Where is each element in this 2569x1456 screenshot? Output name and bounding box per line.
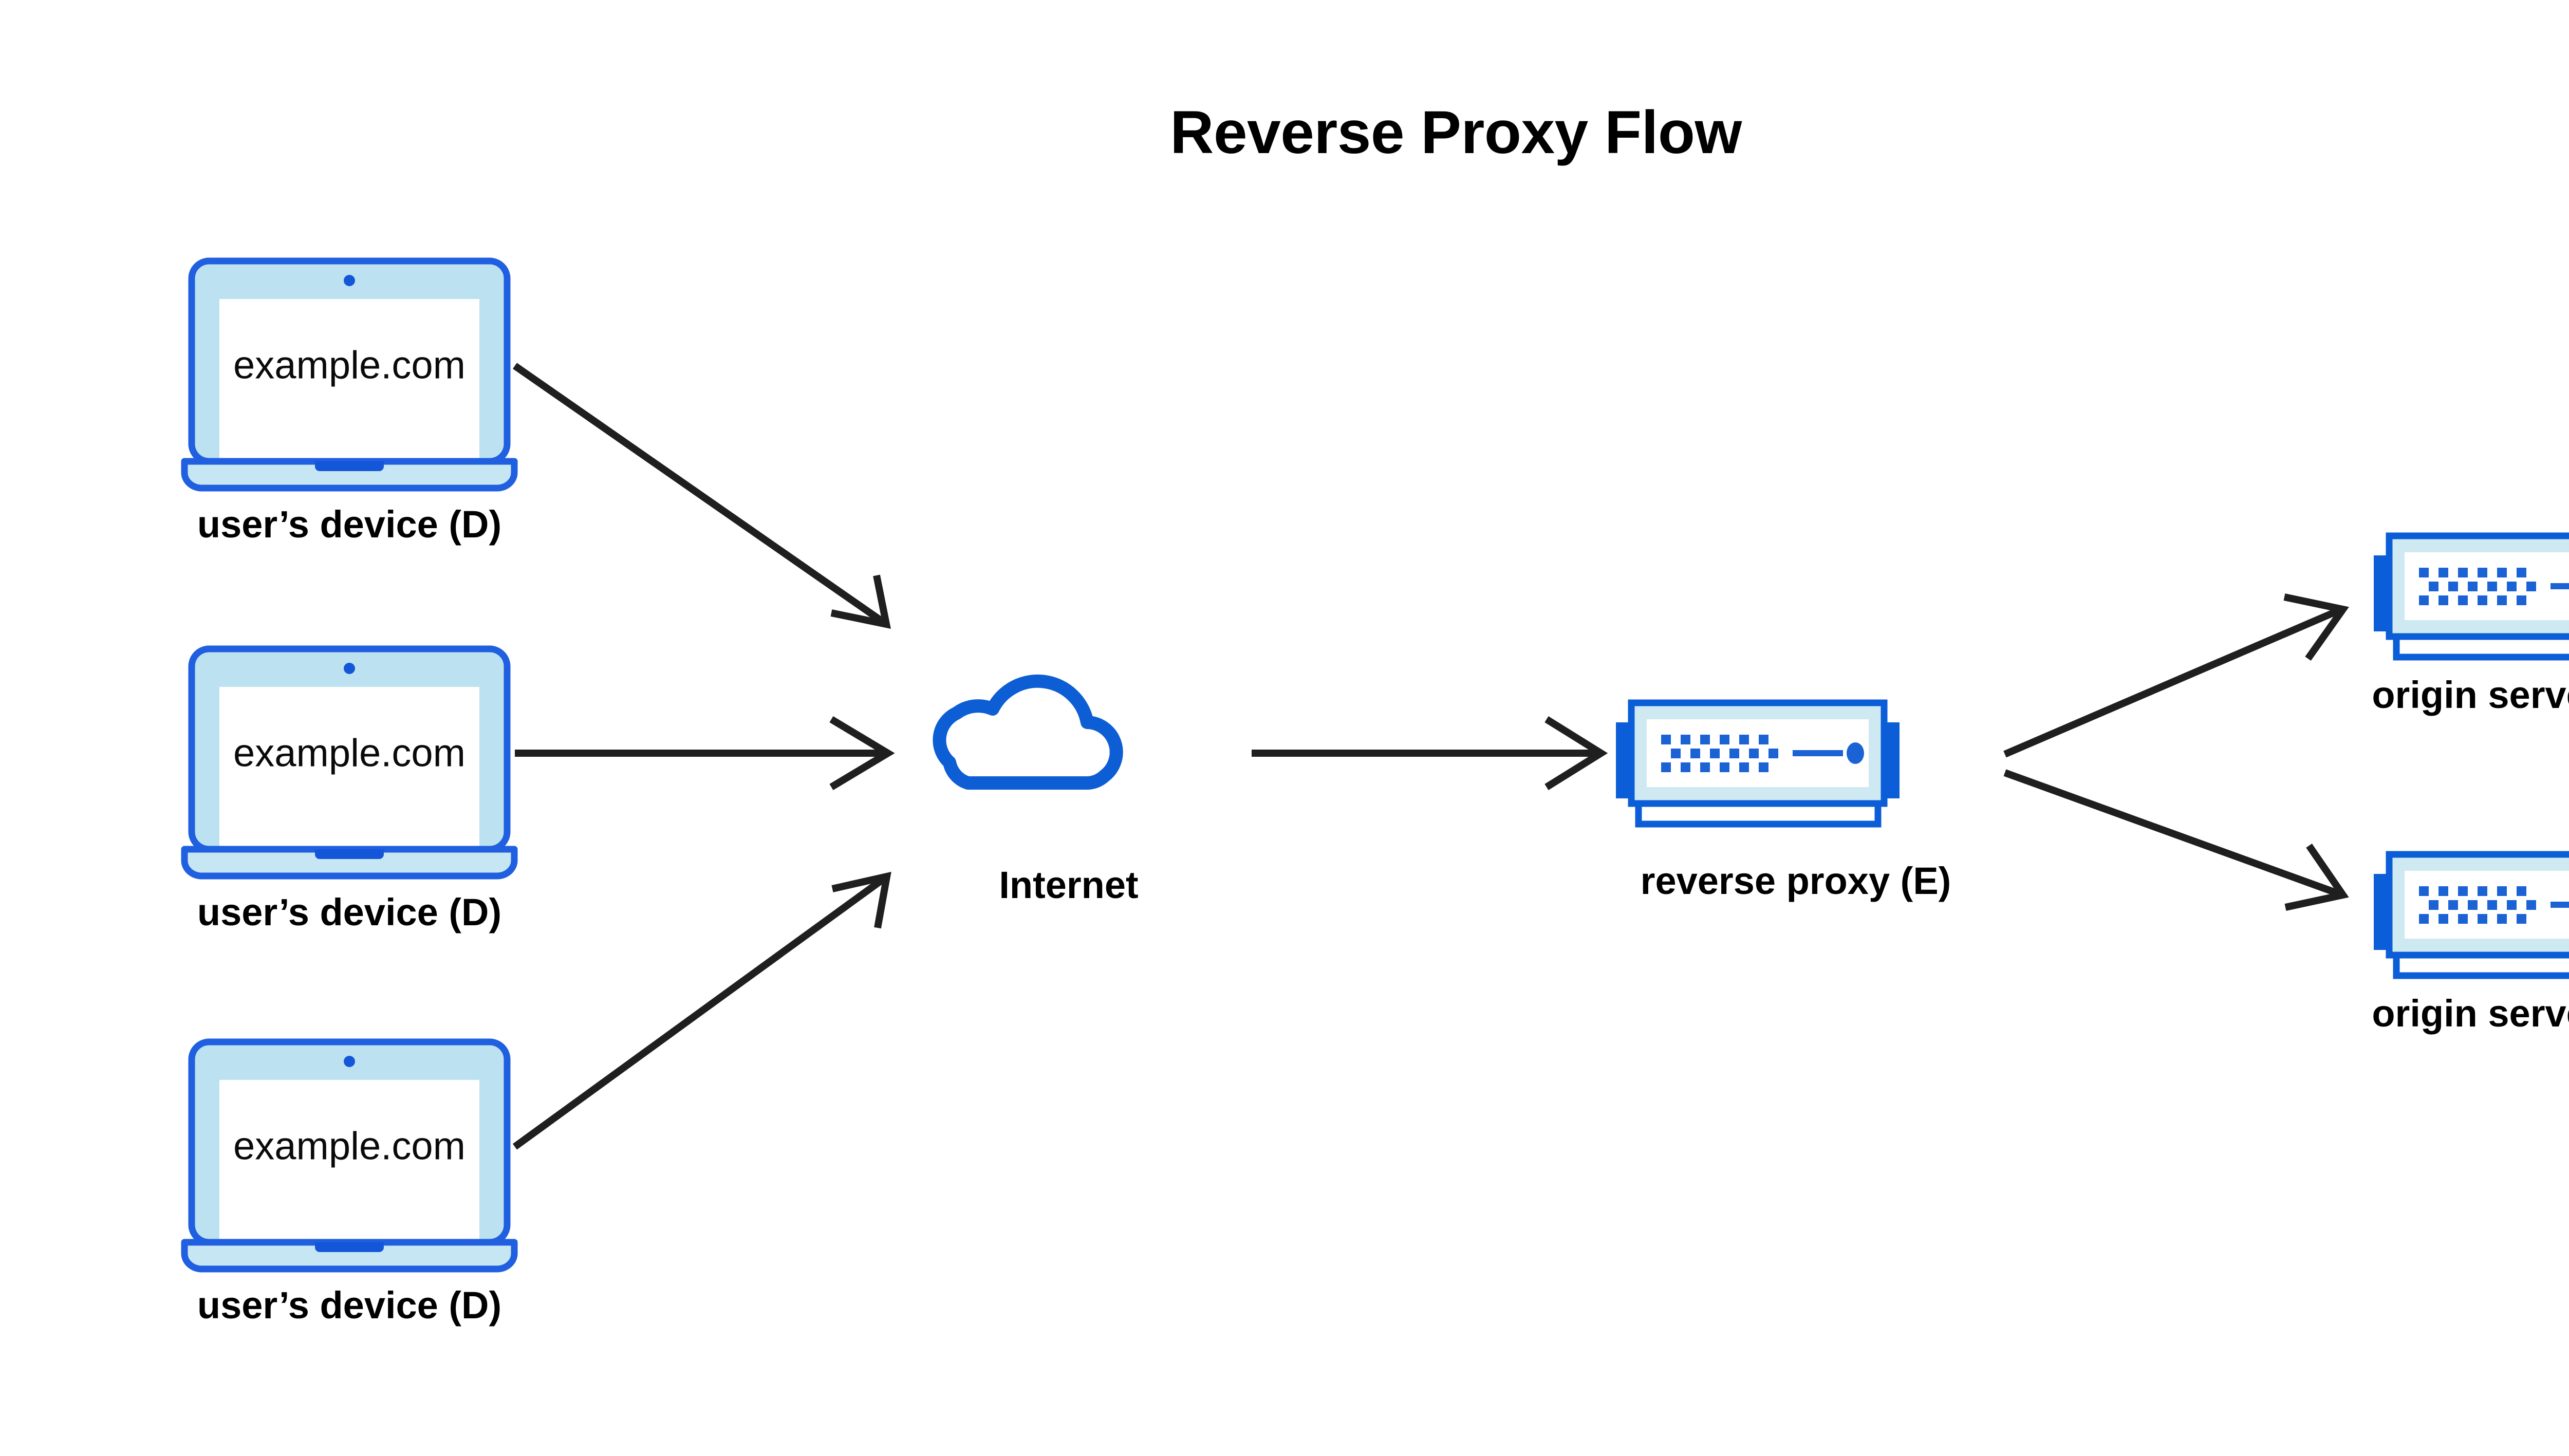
cloud-icon	[939, 681, 1116, 783]
edge-proxy-to-origin2	[2003, 769, 2349, 911]
edge-proxy-to-origin1	[2003, 593, 2349, 758]
node-label-reverse-proxy: reverse proxy (E)	[1640, 860, 1951, 902]
server-icon	[2374, 854, 2569, 976]
screen-url-text: example.com	[233, 1124, 466, 1168]
node-label-origin-1: origin server (F)	[2372, 674, 2569, 716]
server-icon	[1616, 703, 1900, 824]
node-label-client-1: user’s device (D)	[197, 503, 502, 546]
node-label-client-2: user’s device (D)	[197, 891, 502, 934]
node-label-client-3: user’s device (D)	[197, 1284, 502, 1327]
edge-client3-to-internet	[512, 871, 891, 1150]
server-icon	[2374, 536, 2569, 657]
edge-internet-to-proxy	[1252, 716, 1608, 790]
edge-client1-to-internet	[513, 363, 891, 629]
edge-client2-to-internet	[515, 716, 895, 791]
node-label-internet: Internet	[999, 864, 1139, 906]
node-label-origin-2: origin server (F)	[2372, 992, 2569, 1035]
page-title: Reverse Proxy Flow	[1170, 99, 1742, 166]
screen-url-text: example.com	[233, 343, 466, 387]
edge-layer	[512, 363, 2349, 1150]
screen-url-text: example.com	[233, 731, 466, 775]
